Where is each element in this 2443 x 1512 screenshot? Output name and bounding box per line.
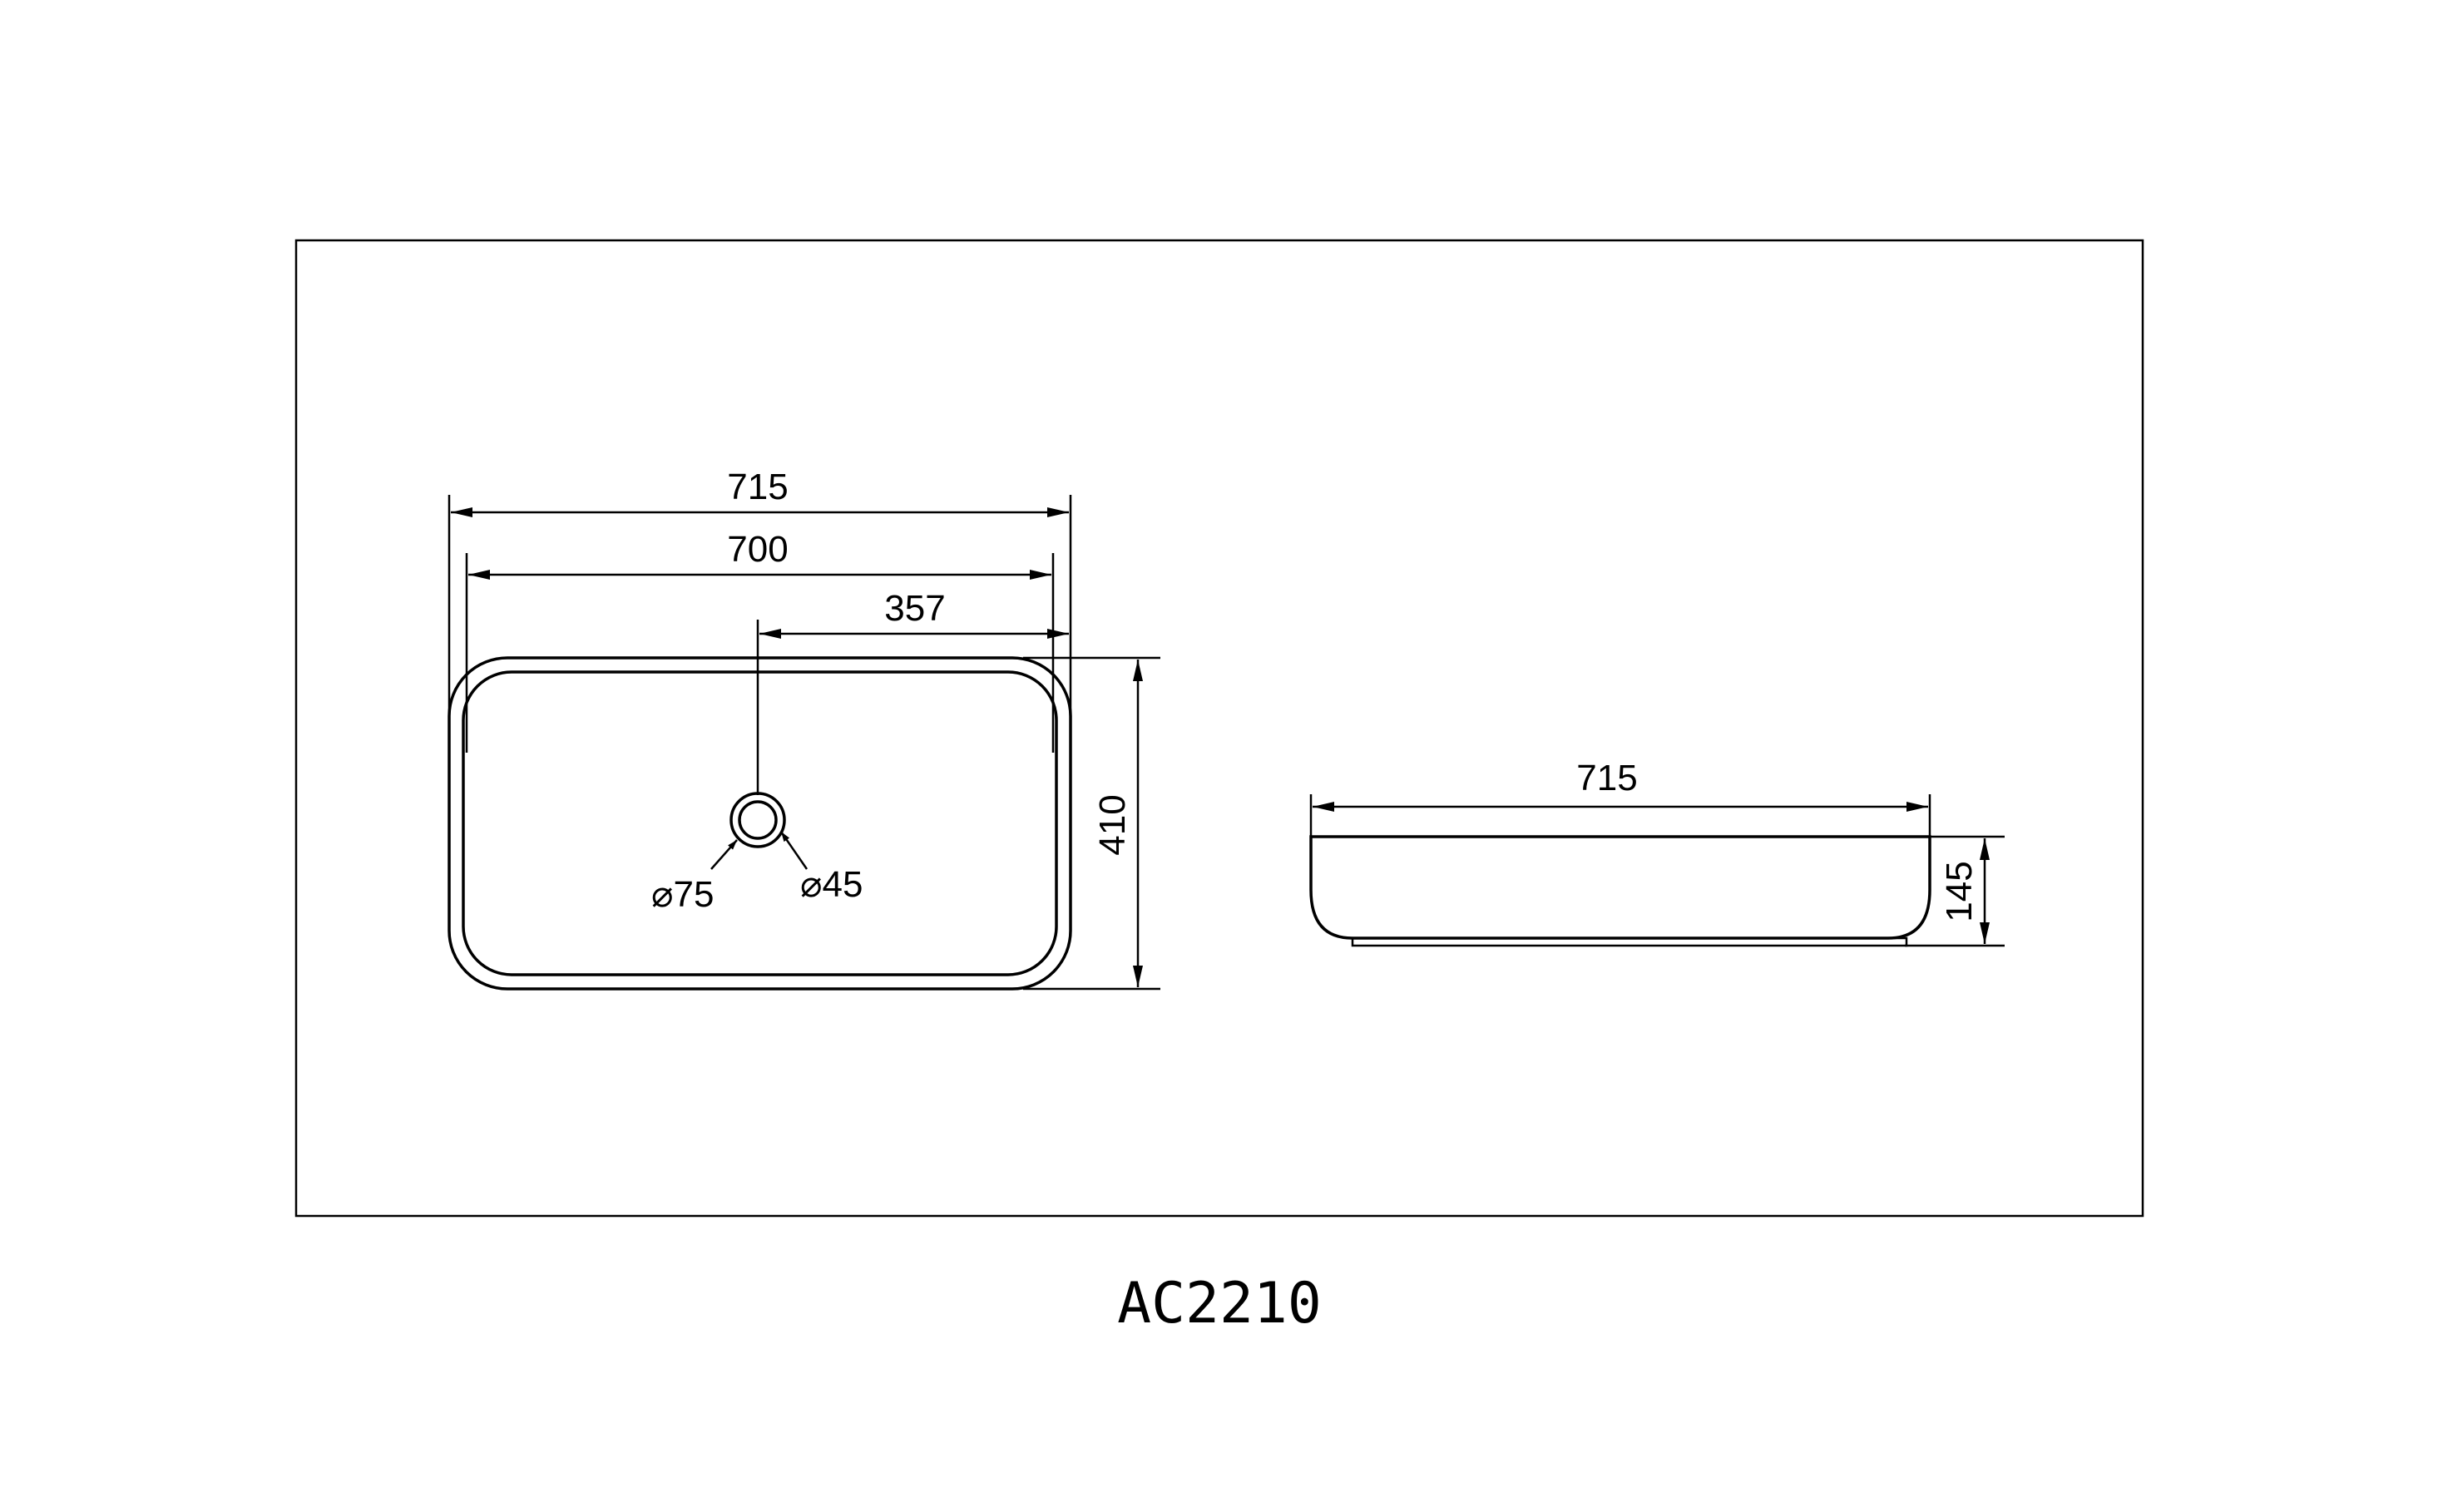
label-side-width: 715 — [1576, 758, 1637, 798]
model-title: AC2210 — [1117, 1271, 1322, 1337]
outer-drain-diameter-value: 75 — [674, 874, 715, 915]
basin-base — [1351, 936, 1908, 947]
label-inner-width: 700 — [727, 529, 788, 570]
label-depth: 410 — [1092, 794, 1133, 855]
diameter-symbol: ⌀ — [651, 874, 674, 915]
label-overall-width: 715 — [727, 467, 788, 507]
leader-outer-drain — [710, 839, 738, 870]
drawing-frame — [294, 239, 2144, 1218]
side-view: 715 145 — [1309, 758, 2005, 947]
drain-inner-circle — [738, 800, 778, 840]
inner-drain-diameter-value: 45 — [823, 864, 863, 905]
leader-inner-drain — [779, 831, 809, 870]
label-inner-drain-diameter: ⌀45 — [800, 864, 863, 905]
diameter-symbol: ⌀ — [800, 864, 823, 905]
label-drain-offset: 357 — [884, 588, 945, 629]
basin-side-profile — [1309, 835, 1931, 940]
label-height: 145 — [1939, 861, 1980, 922]
label-outer-drain-diameter: ⌀75 — [651, 874, 714, 915]
basin-inner-outline — [462, 670, 1058, 976]
basin-outer-outline — [448, 656, 1072, 991]
top-view: 715 700 357 410 ⌀75 ⌀45 — [448, 467, 1160, 991]
